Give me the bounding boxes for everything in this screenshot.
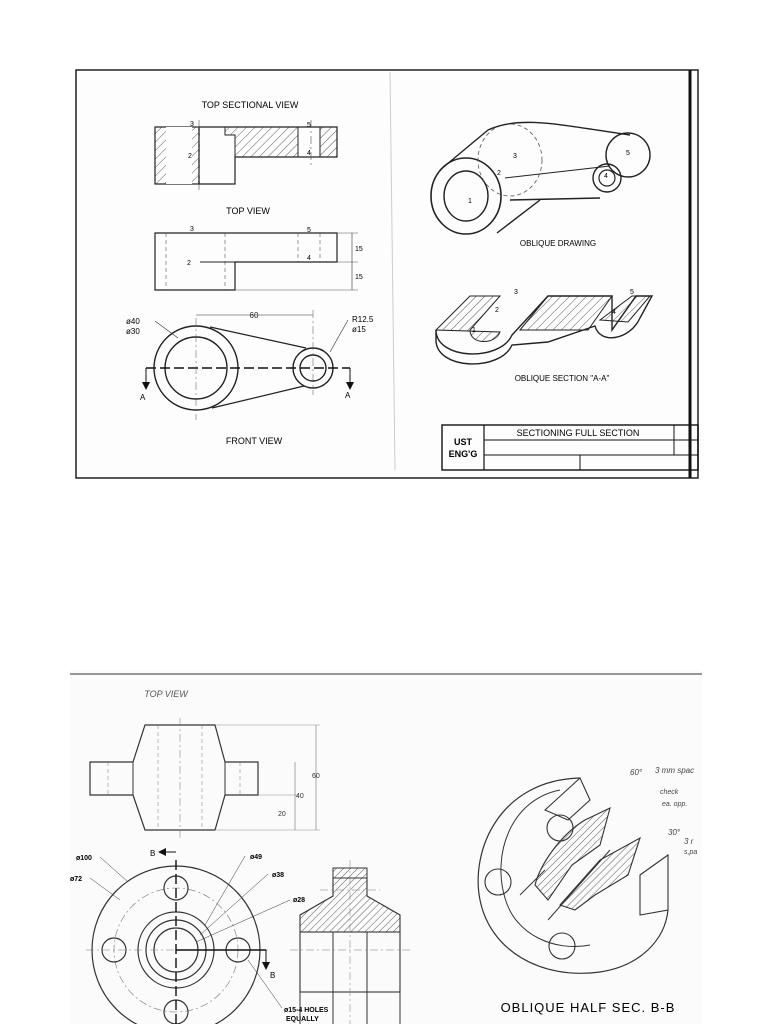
oblique-point-2: 2 [497, 170, 501, 177]
holes-note-line-1: ø15-4 HOLES [284, 1007, 329, 1014]
section-point-5: 5 [630, 289, 634, 296]
section-point-3: 3 [514, 289, 518, 296]
front-view: A A 60 ø40 ø30 R12.5 ø15 [126, 310, 374, 420]
oblique-section-label: OBLIQUE SECTION "A-A" [515, 374, 610, 383]
title-block-school-2: ENG'G [449, 449, 478, 459]
dim-dia-49: ø49 [250, 854, 262, 861]
oblique-drawing: 1 2 3 4 5 [430, 121, 651, 235]
oblique-point-3: 3 [513, 153, 517, 160]
oblique-section-a-a: 1 2 3 4 5 [434, 289, 654, 365]
oblique-drawing-label: OBLIQUE DRAWING [520, 239, 596, 248]
dim-dia-28: ø28 [293, 897, 305, 904]
dim-20-height: 20 [278, 811, 286, 818]
oblique-half-sec-label: OBLIQUE HALF SEC. B-B [501, 1000, 676, 1015]
dim-60-height: 60 [312, 773, 320, 780]
section-point-4: 4 [612, 309, 616, 316]
oblique-half-section-b-b: 60° 3 mm spac check ea. opp. 30° 3 r s,p… [477, 766, 697, 974]
top-view-label: TOP VIEW [226, 206, 270, 216]
dim-dia-40: ø40 [126, 317, 140, 326]
note-check: check [660, 789, 679, 796]
dim-60: 60 [250, 311, 259, 320]
dim-40-height: 40 [296, 793, 304, 800]
title-block: UST ENG'G SECTIONING FULL SECTION [441, 424, 699, 471]
point-3-label-top: 3 [190, 226, 194, 233]
section-point-2: 2 [495, 307, 499, 314]
cut-a-right: A [345, 391, 351, 400]
dim-dia-72: ø72 [70, 876, 82, 883]
top-sectional-view: 3 2 5 4 [154, 120, 338, 190]
cut-b-top: B [150, 849, 155, 858]
dim-15-lower: 15 [355, 274, 363, 281]
holes-note-line-2: EQUALLY [286, 1016, 319, 1023]
cut-a-left: A [140, 393, 146, 402]
point-5-label: 5 [307, 122, 311, 129]
point-2-label-top: 2 [187, 260, 191, 267]
top-view: 15 15 3 2 5 4 [154, 226, 363, 291]
point-2-label: 2 [188, 153, 192, 160]
point-4-label: 4 [307, 150, 311, 157]
flange-front-view: B B ø100 ø72 ø49 ø38 ø28 ø15-4 HOLES EQU… [70, 848, 329, 1029]
flange-side-section [290, 860, 410, 1024]
note-30-deg: 30° [668, 828, 681, 837]
drawing-sheet-2: TOP VIEW 60 40 20 B B [0, 660, 768, 1029]
note-60-deg: 60° [630, 768, 643, 777]
point-5-label-top: 5 [307, 227, 311, 234]
flange-top-view: 60 40 20 [89, 718, 320, 838]
note-spa: s,pa [684, 849, 697, 856]
section-point-1: 1 [472, 327, 476, 334]
point-3-label: 3 [190, 121, 194, 128]
title-block-title: SECTIONING FULL SECTION [517, 428, 640, 438]
oblique-point-4: 4 [604, 173, 608, 180]
title-block-school-1: UST [454, 437, 473, 447]
oblique-point-5: 5 [626, 150, 630, 157]
top-sectional-view-label: TOP SECTIONAL VIEW [202, 100, 299, 110]
dim-dia-38: ø38 [272, 872, 284, 879]
sheet-2-drawing: TOP VIEW 60 40 20 B B [70, 670, 702, 1029]
dim-dia-100: ø100 [76, 855, 92, 862]
dim-dia-15: ø15 [352, 325, 366, 334]
drawing-sheet-1: TOP SECTIONAL VIEW 3 2 5 4 TOP VIEW 15 1… [0, 0, 768, 500]
note-3r: 3 r [684, 837, 694, 846]
front-view-label: FRONT VIEW [226, 436, 283, 446]
cut-b-right: B [270, 971, 275, 980]
sheet2-top-view-label: TOP VIEW [144, 689, 189, 699]
dim-dia-30: ø30 [126, 327, 140, 336]
dim-15-upper: 15 [355, 246, 363, 253]
oblique-point-1: 1 [468, 198, 472, 205]
sheet-1-drawing: TOP SECTIONAL VIEW 3 2 5 4 TOP VIEW 15 1… [75, 69, 699, 479]
note-3mm-spac: 3 mm spac [655, 766, 694, 775]
dim-r12-5: R12.5 [352, 315, 374, 324]
note-ea-opp: ea. opp. [662, 801, 687, 808]
point-4-label-top: 4 [307, 255, 311, 262]
